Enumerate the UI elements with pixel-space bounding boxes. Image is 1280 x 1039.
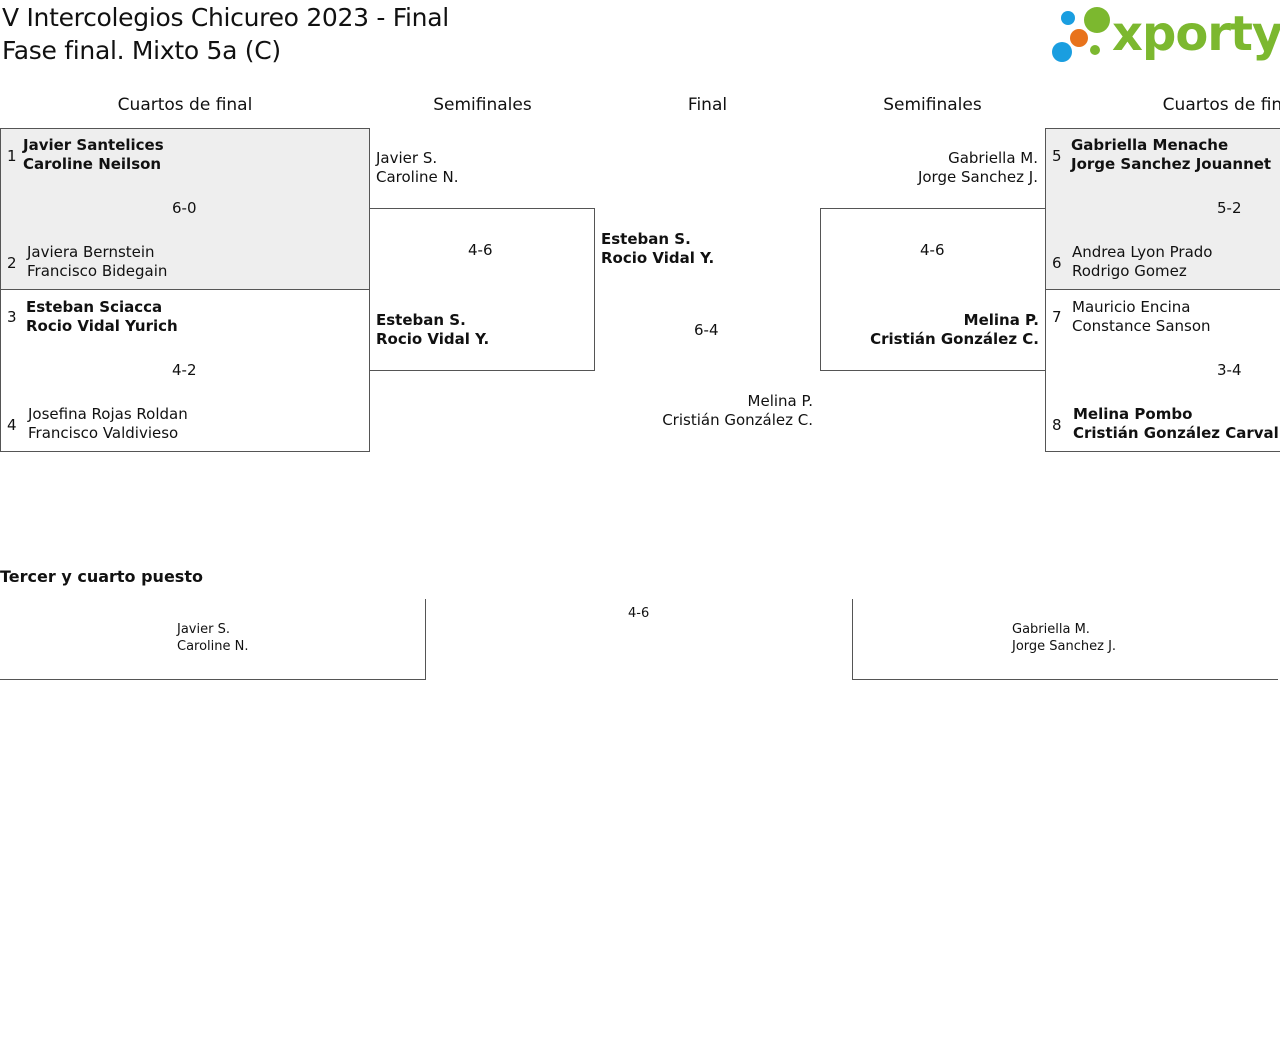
player-name: Rodrigo Gomez bbox=[1072, 262, 1187, 280]
player-name: Caroline N. bbox=[177, 639, 249, 654]
player-name: Melina P. bbox=[963, 311, 1039, 329]
xporty-logo[interactable]: xporty bbox=[1050, 4, 1280, 68]
team-entry: Gabriella M. Jorge Sanchez J. bbox=[918, 149, 1038, 187]
player-name: Javiera Bernstein bbox=[27, 243, 155, 261]
player-name: Andrea Lyon Prado bbox=[1072, 243, 1213, 261]
logo-dots-icon bbox=[1052, 7, 1110, 62]
seed-number: 3 bbox=[7, 308, 17, 326]
seed-number: 8 bbox=[1052, 416, 1062, 434]
qf-match-1[interactable]: 1 Javier Santelices Caroline Neilson 6-0… bbox=[0, 128, 370, 290]
match-score: 5-2 bbox=[1217, 199, 1242, 217]
seed-number: 5 bbox=[1052, 147, 1062, 165]
team-entry: Melina Pombo Cristián González Carvallo bbox=[1073, 405, 1280, 443]
player-name: Gabriella M. bbox=[948, 149, 1038, 167]
team-entry: Mauricio Encina Constance Sanson bbox=[1072, 298, 1211, 336]
player-name: Cristián González C. bbox=[662, 411, 813, 429]
final-score: 6-4 bbox=[694, 321, 719, 339]
team-entry: Javier S. Caroline N. bbox=[177, 621, 249, 655]
player-name: Javier Santelices bbox=[23, 136, 164, 154]
player-name: Francisco Valdivieso bbox=[28, 424, 179, 442]
match-score: 3-4 bbox=[1217, 361, 1242, 379]
player-name: Francisco Bidegain bbox=[27, 262, 168, 280]
player-name: Jorge Sanchez J. bbox=[917, 168, 1038, 186]
player-name: Melina Pombo bbox=[1073, 405, 1193, 423]
logo-text: xporty bbox=[1112, 6, 1280, 62]
team-entry: Melina P. Cristián González C. bbox=[662, 392, 813, 430]
third-place-left[interactable]: Javier S. Caroline N. bbox=[0, 599, 426, 680]
player-name: Gabriella M. bbox=[1012, 622, 1090, 637]
third-place-right[interactable]: Gabriella M. Jorge Sanchez J. bbox=[852, 599, 1278, 680]
player-name: Rocio Vidal Y. bbox=[376, 330, 490, 348]
page-title: V Intercolegios Chicureo 2023 - Final bbox=[2, 3, 449, 32]
team-entry: Josefina Rojas Roldan Francisco Valdivie… bbox=[28, 405, 188, 443]
player-name: Cristián González Carvallo bbox=[1073, 424, 1280, 442]
seed-number: 4 bbox=[7, 416, 17, 434]
seed-number: 6 bbox=[1052, 254, 1062, 272]
player-name: Constance Sanson bbox=[1072, 317, 1211, 335]
third-place-score: 4-6 bbox=[628, 606, 650, 621]
player-name: Rocio Vidal Yurich bbox=[26, 317, 178, 335]
player-name: Rocio Vidal Y. bbox=[601, 249, 715, 267]
player-name: Esteban S. bbox=[601, 230, 691, 248]
match-score: 4-6 bbox=[468, 241, 493, 259]
player-name: Mauricio Encina bbox=[1072, 298, 1191, 316]
team-entry: Gabriella Menache Jorge Sanchez Jouannet bbox=[1071, 136, 1271, 174]
team-entry: Esteban S. Rocio Vidal Y. bbox=[601, 230, 714, 268]
sf-match-left[interactable]: 4-6 Esteban S. Rocio Vidal Y. bbox=[369, 208, 595, 371]
team-entry: Gabriella M. Jorge Sanchez J. bbox=[1012, 621, 1116, 655]
player-name: Javier S. bbox=[177, 622, 230, 637]
player-name: Jorge Sanchez Jouannet bbox=[1071, 155, 1272, 173]
round-header-final: Final bbox=[687, 95, 728, 115]
seed-number: 2 bbox=[7, 254, 17, 272]
round-header-quarterfinals: Cuartos de final bbox=[117, 95, 253, 115]
player-name: Josefina Rojas Roldan bbox=[28, 405, 188, 423]
player-name: Caroline Neilson bbox=[23, 155, 162, 173]
player-name: Caroline N. bbox=[376, 168, 459, 186]
qf-match-2[interactable]: 3 Esteban Sciacca Rocio Vidal Yurich 4-2… bbox=[0, 289, 370, 452]
team-entry: Javiera Bernstein Francisco Bidegain bbox=[27, 243, 167, 281]
match-score: 4-2 bbox=[172, 361, 197, 379]
player-name: Cristián González C. bbox=[870, 330, 1039, 348]
team-entry: Javier S. Caroline N. bbox=[376, 149, 459, 187]
match-score: 6-0 bbox=[172, 199, 197, 217]
team-entry: Esteban S. Rocio Vidal Y. bbox=[376, 311, 489, 349]
player-name: Esteban Sciacca bbox=[26, 298, 163, 316]
team-entry: Andrea Lyon Prado Rodrigo Gomez bbox=[1072, 243, 1212, 281]
team-entry: Javier Santelices Caroline Neilson bbox=[23, 136, 164, 174]
page-subtitle: Fase final. Mixto 5a (C) bbox=[2, 36, 281, 65]
player-name: Esteban S. bbox=[376, 311, 466, 329]
round-header-semifinals-right: Semifinales bbox=[883, 95, 982, 115]
player-name: Melina P. bbox=[747, 392, 813, 410]
third-place-title: Tercer y cuarto puesto bbox=[0, 567, 203, 586]
player-name: Jorge Sanchez J. bbox=[1012, 639, 1117, 654]
player-name: Javier S. bbox=[376, 149, 438, 167]
qf-match-4[interactable]: 7 Mauricio Encina Constance Sanson 3-4 8… bbox=[1045, 289, 1280, 452]
seed-number: 7 bbox=[1052, 308, 1062, 326]
seed-number: 1 bbox=[7, 147, 17, 165]
qf-match-3[interactable]: 5 Gabriella Menache Jorge Sanchez Jouann… bbox=[1045, 128, 1280, 290]
round-header-quarterfinals-right: Cuartos de final bbox=[1162, 95, 1280, 115]
sf-match-right[interactable]: 4-6 Melina P. Cristián González C. bbox=[820, 208, 1046, 371]
player-name: Gabriella Menache bbox=[1071, 136, 1229, 154]
team-entry: Esteban Sciacca Rocio Vidal Yurich bbox=[26, 298, 178, 336]
round-header-semifinals: Semifinales bbox=[433, 95, 532, 115]
match-score: 4-6 bbox=[920, 241, 945, 259]
team-entry: Melina P. Cristián González C. bbox=[870, 311, 1039, 349]
